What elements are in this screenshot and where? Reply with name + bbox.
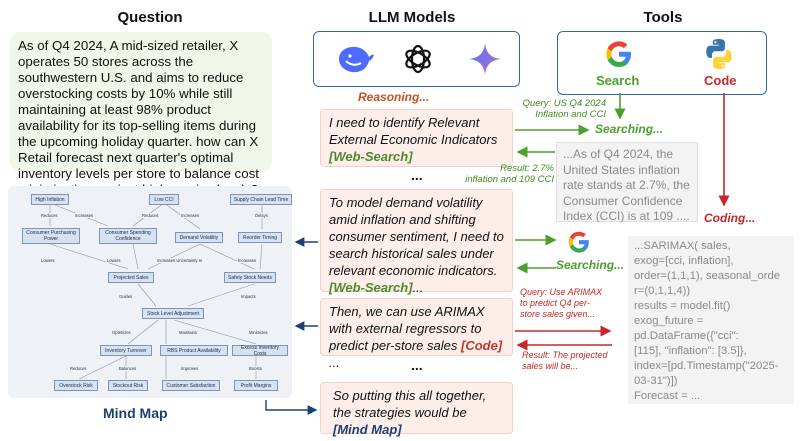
tools-box: Search Code: [557, 31, 767, 95]
reasoning-step-2: To model demand volatility amid inflatio…: [320, 189, 513, 295]
step-2-tag: [Web-Search]: [329, 280, 413, 295]
code-line: index=[pd.Timestamp("2025-: [634, 360, 779, 372]
step-2-tail: ...: [412, 280, 424, 295]
edge-label-increases-uncertainty: Increases Uncertainty In: [156, 258, 204, 263]
node-demand-volatility: Demand Volatility: [175, 232, 223, 243]
google-g-icon-2: [568, 231, 589, 253]
reasoning-step-4: So putting this all together, the strate…: [320, 382, 513, 437]
google-g-icon: [606, 41, 631, 67]
node-consumer-spending-confidence: Consumer Spending Confidence: [99, 228, 157, 244]
node-stockout-risk: Stockout Risk: [108, 380, 148, 391]
step-3-tail: ...: [329, 355, 340, 370]
edge-label-increases-2: Increases: [180, 213, 201, 218]
node-safety-stock-needs: Safety Stock Needs: [224, 272, 276, 283]
search-result-box: ...As of Q4 2024, the United States infl…: [556, 142, 698, 223]
code-line: Forecast = ...: [634, 390, 701, 402]
code-line: pd.DataFrame({"cci":: [634, 330, 739, 342]
code-tool-label: Code: [704, 73, 737, 88]
code-line: exog=[cci, inflation],: [634, 255, 734, 267]
edge-label-maintains: Maintains: [178, 330, 198, 335]
edge-label-reduces-2: Reduces: [141, 213, 160, 218]
ellipsis-2: ...: [411, 357, 423, 373]
search-tool-label: Search: [596, 73, 640, 88]
tools-header: Tools: [643, 9, 683, 26]
edge-label-lowers-2: Lowers: [106, 258, 122, 263]
edge-label-reduces-1: Reduces: [40, 213, 59, 218]
node-reorder-timing: Reorder Timing: [238, 232, 282, 243]
edge-label-impacts: Impacts: [240, 294, 257, 299]
node-stock-level-adjustment: Stock Level Adjustment: [142, 308, 204, 319]
coding-label: Coding...: [704, 211, 756, 225]
node-high-inflation: High Inflation: [31, 194, 69, 205]
mind-map-panel: High Inflation Low CCI Supply Chain Lead…: [8, 186, 292, 398]
llm-models-header: LLM Models: [368, 9, 456, 26]
query-note-2: Query: Use ARIMAX to predict Q4 per- sto…: [520, 287, 603, 319]
searching-label-1: Searching...: [595, 122, 664, 136]
node-rbs-product-availability: RBS Product Availability: [160, 345, 228, 356]
node-customer-satisfaction: Customer Satisfaction: [162, 380, 220, 391]
step-3-tag: [Code]: [461, 338, 503, 353]
node-excess-inventory-costs: Excess Inventory Costs: [232, 345, 288, 357]
code-line: results = model.fit(): [634, 300, 731, 312]
mind-map-title: Mind Map: [103, 405, 168, 421]
ellipsis-1: ...: [411, 167, 423, 183]
result-note-2: Result: The projected sales will be...: [522, 350, 608, 371]
node-overstock-risk: Overstock Risk: [54, 380, 98, 391]
step-1-tag: [Web-Search]: [329, 149, 413, 164]
edge-label-boosts: Boosts: [248, 366, 263, 371]
code-line: order=(1,1,1), seasonal_orde: [634, 270, 781, 282]
gemini-star-icon: [469, 43, 501, 75]
openai-logo-icon: [405, 44, 431, 74]
edge-label-increases-3: Increases: [237, 258, 258, 263]
edge-label-balances: Balances: [118, 366, 138, 371]
node-consumer-purchasing-power: Consumer Purchasing Power: [22, 228, 80, 244]
question-header: Question: [117, 9, 183, 26]
node-low-cci: Low CCI: [149, 194, 179, 205]
code-line: exog_future =: [634, 315, 704, 327]
edge-label-guides: Guides: [118, 294, 134, 299]
code-line: r=(0,1,1,4)): [634, 285, 691, 297]
node-projected-sales: Projected Sales: [108, 272, 154, 283]
step-4-tag: [Mind Map]: [333, 422, 402, 437]
node-profit-margins: Profit Margins: [234, 380, 278, 391]
python-logo-icon: [706, 39, 732, 69]
code-line: ...SARIMAX( sales,: [634, 240, 731, 252]
query-note-1: Query: US Q4 2024 Inflation and CCI: [522, 98, 606, 120]
code-line: 03-31")]): [634, 375, 678, 387]
edge-label-optimizes: Optimizes: [111, 330, 132, 335]
reasoning-step-3: Then, we can use ARIMAX with external re…: [320, 298, 513, 370]
searching-label-2: Searching...: [556, 258, 625, 272]
edge-label-minimizes: Minimizes: [248, 330, 269, 335]
edge-label-delays: Delays: [254, 213, 269, 218]
step-2-text: To model demand volatility amid inflatio…: [329, 195, 504, 278]
step-3-text: Then, we can use ARIMAX with external re…: [329, 304, 485, 353]
step-4-text: So putting this all together, the strate…: [333, 388, 487, 420]
edge-label-lowers-1: Lowers: [40, 258, 56, 263]
deepseek-whale-icon: [339, 46, 374, 73]
llm-models-box: [313, 31, 520, 87]
node-inventory-turnover: Inventory Turnover: [100, 345, 152, 356]
step-1-text: I need to identify Relevant External Eco…: [329, 115, 498, 147]
code-box: ...SARIMAX( sales, exog=[cci, inflation]…: [628, 236, 794, 404]
result-note-1: Result: 2.7% inflation and 109 CCI: [465, 163, 554, 185]
code-line: [115], "inflation": [3.5]},: [634, 345, 747, 357]
edge-label-increases-1: Increases: [74, 213, 95, 218]
reasoning-label: Reasoning...: [358, 90, 430, 104]
edge-label-reduces-3: Reduces: [69, 366, 88, 371]
node-supply-chain-lead-time: Supply Chain Lead Time: [230, 194, 292, 205]
edge-label-improves: Improves: [180, 366, 200, 371]
reasoning-step-1: I need to identify Relevant External Eco…: [320, 109, 513, 167]
